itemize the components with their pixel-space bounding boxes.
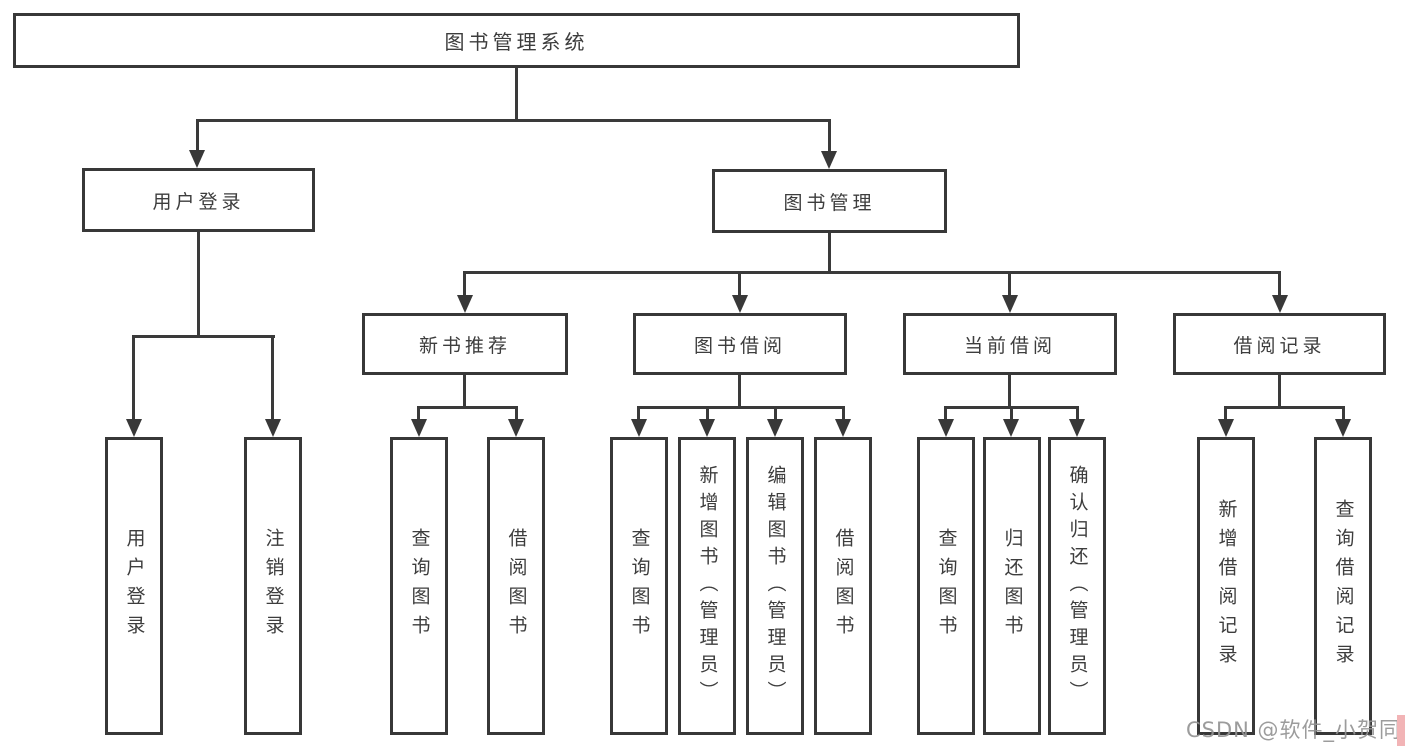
csdn-watermark: CSDN @软件_小贺同学 [1186,718,1405,742]
node-borrow-record: 借阅记录 [1173,313,1386,375]
node-root-label: 图书管理系统 [444,30,589,54]
connector-line [132,335,135,421]
arrow-down-icon [457,295,473,313]
node-new-book-recommend-label: 新书推荐 [418,334,511,357]
node-book-management-label: 图书管理 [783,191,876,214]
leaf-borrow-add-admin: 新增图书（管理员） [678,437,736,735]
csdn-logo-fragment [1397,715,1405,746]
node-borrow-record-label: 借阅记录 [1233,334,1326,357]
arrow-down-icon [265,419,281,437]
node-book-management: 图书管理 [712,169,947,233]
connector-line [463,271,1281,274]
leaf-borrow-lend-label: 借阅图书 [832,528,855,644]
arrow-down-icon [938,419,954,437]
arrow-down-icon [126,419,142,437]
arrow-down-icon [732,295,748,313]
leaf-borrow-query-label: 查询图书 [628,528,651,644]
leaf-record-add: 新增借阅记录 [1197,437,1255,735]
leaf-current-query: 查询图书 [917,437,975,735]
node-user-login-label: 用户登录 [152,190,245,213]
node-book-borrow: 图书借阅 [633,313,847,375]
connector-line [828,233,831,274]
arrow-down-icon [821,151,837,169]
arrow-down-icon [631,419,647,437]
connector-line [1008,375,1011,409]
leaf-current-query-label: 查询图书 [935,528,958,644]
connector-line [1278,375,1281,409]
connector-line [637,406,845,409]
arrow-down-icon [1272,295,1288,313]
arrow-down-icon [1218,419,1234,437]
arrow-down-icon [1069,419,1085,437]
leaf-current-confirm-admin: 确认归还（管理员） [1048,437,1106,735]
leaf-record-add-label: 新增借阅记录 [1215,499,1238,673]
arrow-down-icon [189,150,205,168]
leaf-user-login: 用户登录 [105,437,163,735]
leaf-logout-label: 注销登录 [262,528,285,644]
node-book-borrow-label: 图书借阅 [693,334,786,357]
connector-line [463,271,466,297]
arrow-down-icon [411,419,427,437]
leaf-current-return: 归还图书 [983,437,1041,735]
connector-line [271,335,274,421]
connector-line [515,68,518,122]
connector-line [132,335,275,338]
arrow-down-icon [508,419,524,437]
leaf-record-query: 查询借阅记录 [1314,437,1372,735]
connector-line [637,406,640,422]
connector-line [1224,406,1227,422]
connector-line [1342,406,1345,422]
arrow-down-icon [1003,419,1019,437]
connector-line [1010,406,1013,422]
connector-line [842,406,845,422]
connector-line [417,406,420,422]
leaf-borrow-lend: 借阅图书 [814,437,872,735]
node-new-book-recommend: 新书推荐 [362,313,568,375]
arrow-down-icon [1002,295,1018,313]
leaf-newbook-borrow: 借阅图书 [487,437,545,735]
leaf-borrow-add-admin-label: 新增图书（管理员） [696,464,719,708]
arrow-down-icon [835,419,851,437]
leaf-current-confirm-admin-label: 确认归还（管理员） [1066,464,1089,708]
connector-line [774,406,777,422]
connector-line [197,232,200,338]
connector-line [738,271,741,297]
connector-line [417,406,518,409]
connector-line [1278,271,1281,297]
node-user-login: 用户登录 [82,168,315,232]
arrow-down-icon [699,419,715,437]
connector-line [828,119,831,154]
arrow-down-icon [767,419,783,437]
connector-line [196,119,199,153]
leaf-newbook-borrow-label: 借阅图书 [505,528,528,644]
connector-line [706,406,709,422]
leaf-newbook-query-label: 查询图书 [408,528,431,644]
leaf-newbook-query: 查询图书 [390,437,448,735]
connector-line [463,375,466,409]
node-current-borrow: 当前借阅 [903,313,1117,375]
node-current-borrow-label: 当前借阅 [963,334,1056,357]
leaf-current-return-label: 归还图书 [1001,528,1024,644]
leaf-borrow-query: 查询图书 [610,437,668,735]
connector-line [1076,406,1079,422]
leaf-borrow-edit-admin: 编辑图书（管理员） [746,437,804,735]
leaf-record-query-label: 查询借阅记录 [1332,499,1355,673]
connector-line [738,375,741,409]
connector-line [1224,406,1345,409]
connector-line [1008,271,1011,297]
arrow-down-icon [1335,419,1351,437]
connector-line [944,406,947,422]
leaf-borrow-edit-admin-label: 编辑图书（管理员） [764,464,787,708]
node-root: 图书管理系统 [13,13,1020,68]
connector-line [196,119,831,122]
leaf-logout: 注销登录 [244,437,302,735]
connector-line [515,406,518,422]
leaf-user-login-label: 用户登录 [123,528,146,644]
